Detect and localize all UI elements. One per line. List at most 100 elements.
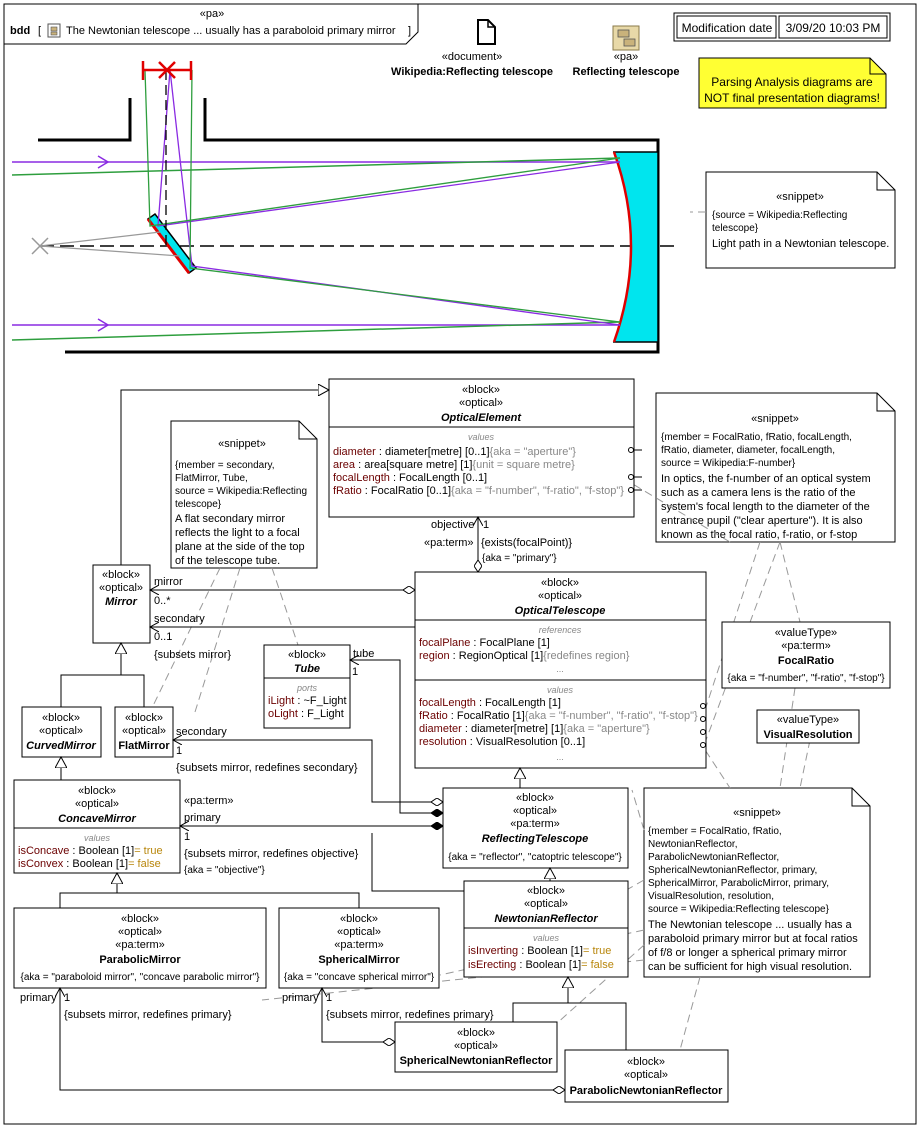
snippet-2-line: of the telescope tube. xyxy=(175,555,280,567)
svg-text:«block»: «block» xyxy=(516,792,554,804)
svg-text:«optical»: «optical» xyxy=(454,1040,498,1052)
block-concave-mirror[interactable]: «block» «optical» ConcaveMirror values i… xyxy=(13,779,181,874)
document-name: Wikipedia:Reflecting telescope xyxy=(391,66,553,78)
snippet-4-line: SphericalMirror, ParabolicMirror, primar… xyxy=(648,878,829,889)
primary-mirror xyxy=(612,151,659,343)
label-secondary: secondary xyxy=(154,613,205,625)
snippet-2-stereotype: «snippet» xyxy=(218,438,266,450)
label-exists: {exists(focalPoint)} xyxy=(481,537,572,549)
snippet-2-line: plane at the side of the top xyxy=(175,541,305,553)
svg-text:«block»: «block» xyxy=(288,649,326,661)
label-primary: primary xyxy=(20,992,57,1004)
block-parabolic-mirror[interactable]: «block» «optical» «pa:term» ParabolicMir… xyxy=(13,907,267,989)
block-newtonian-reflector[interactable]: «block» «optical» NewtonianReflector val… xyxy=(463,880,629,978)
telescope-light-path-illustration xyxy=(11,61,680,354)
svg-text:oLight : F_Light: oLight : F_Light xyxy=(268,708,344,720)
label-multiplicity: 1 xyxy=(483,519,489,531)
snippet-4-line: {member = FocalRatio, fRatio, xyxy=(648,826,782,837)
svg-text:isConcave : Boolean [1]= true: isConcave : Boolean [1]= true xyxy=(18,845,163,857)
relationship-lines xyxy=(60,390,642,1090)
valuetype-visual-resolution[interactable]: «valueType» VisualResolution xyxy=(756,709,860,744)
svg-text:isConvex : Boolean [1]= false: isConvex : Boolean [1]= false xyxy=(18,858,161,870)
svg-text:«optical»: «optical» xyxy=(39,725,83,737)
label-multiplicity: 0..1 xyxy=(154,631,172,643)
block-optical-telescope[interactable]: «block» «optical» OpticalTelescope refer… xyxy=(414,571,707,769)
svg-text:references: references xyxy=(539,625,582,635)
label-aka-primary: {aka = "primary"} xyxy=(482,553,557,564)
svg-text:«pa:term»: «pa:term» xyxy=(115,939,165,951)
snippet-3-line: fRatio, diameter, diameter, focalLength, xyxy=(661,445,835,456)
snippet-4-line: SphericalNewtonianReflector, primary, xyxy=(648,865,817,876)
snippet-2-line: reflects the light to a focal xyxy=(175,527,300,539)
block-flat-mirror[interactable]: «block» «optical» FlatMirror xyxy=(114,706,174,758)
svg-text:resolution : VisualResolution: resolution : VisualResolution [0..1] xyxy=(419,736,585,748)
svg-text:«optical»: «optical» xyxy=(75,798,119,810)
snippet-4-stereotype: «snippet» xyxy=(733,807,781,819)
block-curved-mirror[interactable]: «block» «optical» CurvedMirror xyxy=(21,706,102,758)
valuetype-focal-ratio[interactable]: «valueType» «pa:term» FocalRatio {aka = … xyxy=(721,621,891,689)
snippet-1-line: Light path in a Newtonian telescope. xyxy=(712,238,889,250)
svg-text:«optical»: «optical» xyxy=(459,397,503,409)
svg-text:«block»: «block» xyxy=(457,1027,495,1039)
package-small-icon xyxy=(47,23,61,38)
label-aka-objective: {aka = "objective"} xyxy=(184,865,265,876)
block-optical-element[interactable]: «block» «optical» OpticalElement values … xyxy=(328,378,635,518)
green-ray-top xyxy=(11,157,621,176)
label-multiplicity: 1 xyxy=(64,992,70,1004)
block-name: ConcaveMirror xyxy=(58,813,136,825)
block-parabolic-newtonian-reflector[interactable]: «block» «optical» ParabolicNewtonianRefl… xyxy=(564,1049,729,1103)
label-subsets-redef-primary: {subsets mirror, redefines primary} xyxy=(326,1009,494,1021)
label-objective: objective xyxy=(431,519,474,531)
snippet-light-path: «snippet» {source = Wikipedia:Reflecting… xyxy=(705,171,896,269)
block-spherical-newtonian-reflector[interactable]: «block» «optical» SphericalNewtonianRefl… xyxy=(394,1021,558,1073)
block-mirror[interactable]: «block» «optical» Mirror xyxy=(92,564,151,644)
package-icon xyxy=(612,25,640,51)
block-spherical-mirror[interactable]: «block» «optical» «pa:term» SphericalMir… xyxy=(278,907,440,989)
label-primary: primary xyxy=(282,992,319,1004)
block-tube[interactable]: «block» Tube ports iLight : ~F_Light oLi… xyxy=(263,644,351,729)
relationship-labels: objective 1 {exists(focalPoint)} «pa:ter… xyxy=(20,519,572,1021)
svg-text:«block»: «block» xyxy=(42,712,80,724)
svg-text:«pa:term»: «pa:term» xyxy=(334,939,384,951)
label-multiplicity: 1 xyxy=(352,666,358,678)
svg-text:{aka = "f-number", "f-ratio",: {aka = "f-number", "f-ratio", "f-stop"} xyxy=(727,673,885,684)
label-multiplicity: 1 xyxy=(176,745,182,757)
svg-text:focalLength : FocalLength [1]: focalLength : FocalLength [1] xyxy=(419,697,561,709)
label-mirror: mirror xyxy=(154,576,183,588)
diagram-frame xyxy=(3,3,917,1125)
snippet-f-number: «snippet» {member = FocalRatio, fRatio, … xyxy=(655,392,896,543)
svg-text:«optical»: «optical» xyxy=(337,926,381,938)
frame-tab xyxy=(4,4,419,45)
document-stereotype: «document» xyxy=(442,51,503,63)
snippet-4-line: paraboloid primary mirror but at focal r… xyxy=(648,933,858,945)
svg-text:«optical»: «optical» xyxy=(538,590,582,602)
snippet-1-stereotype: «snippet» xyxy=(776,191,824,203)
document-icon xyxy=(477,19,496,45)
svg-text:«block»: «block» xyxy=(462,384,500,396)
svg-text:«pa:term»: «pa:term» xyxy=(781,640,831,652)
svg-text:«optical»: «optical» xyxy=(524,898,568,910)
svg-text:values: values xyxy=(533,933,560,943)
svg-text:«optical»: «optical» xyxy=(99,582,143,594)
svg-text:isInverting : Boolean [1]= tru: isInverting : Boolean [1]= true xyxy=(468,945,611,957)
svg-text:«optical»: «optical» xyxy=(122,725,166,737)
snippet-3-stereotype: «snippet» xyxy=(751,413,799,425)
secondary-mirror-surface xyxy=(146,218,191,274)
label-multiplicity: 0..* xyxy=(154,595,171,607)
green-ray-bottom xyxy=(11,321,621,341)
label-subsets-redef-primary: {subsets mirror, redefines primary} xyxy=(64,1009,232,1021)
svg-text:focalLength : FocalLength [0..: focalLength : FocalLength [0..1] xyxy=(333,472,487,484)
snippet-3-line: such as a camera lens is the ratio of th… xyxy=(661,487,855,499)
block-name: SphericalNewtonianReflector xyxy=(400,1055,554,1067)
svg-text:{aka = "concave spherical mirr: {aka = "concave spherical mirror"} xyxy=(284,972,435,983)
svg-text:{aka = "paraboloid mirror", "c: {aka = "paraboloid mirror", "concave par… xyxy=(20,972,260,983)
block-reflecting-telescope[interactable]: «block» «optical» «pa:term» ReflectingTe… xyxy=(442,787,629,869)
block-name: CurvedMirror xyxy=(26,740,96,752)
label-subsets-redef-secondary: {subsets mirror, redefines secondary} xyxy=(176,762,358,774)
svg-text:{aka = "reflector", "catoptric: {aka = "reflector", "catoptric telescope… xyxy=(448,852,622,863)
svg-text:...: ... xyxy=(556,664,564,674)
svg-text:«block»: «block» xyxy=(541,577,579,589)
block-name: VisualResolution xyxy=(763,729,852,741)
frame-bracket-close: ] xyxy=(408,25,411,37)
snippet-3-line: In optics, the f-number of an optical sy… xyxy=(661,473,871,485)
